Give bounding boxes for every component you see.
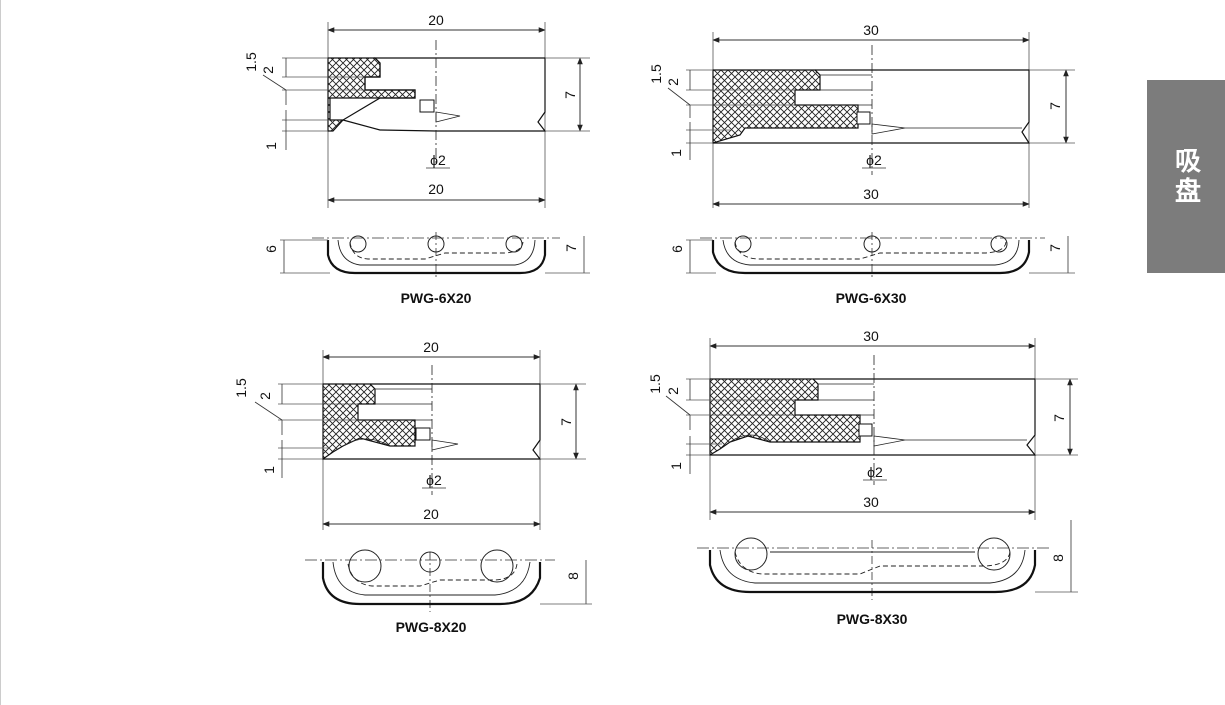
pwg-8x30-front-view: 8 PWG-8X30 (697, 520, 1078, 627)
category-side-tab: 吸盘 (1147, 80, 1225, 273)
pwg-8x30-hole: ϕ2 (867, 464, 883, 480)
pwg-8x30-dim-t1: 1.5 (647, 374, 663, 394)
pwg-6x20-top-width: 20 (428, 12, 444, 28)
pwg-8x30-front-right: 8 (1050, 554, 1066, 562)
pwg-6x30-top-width: 30 (863, 22, 879, 38)
side-tab-label: 吸盘 (1170, 146, 1201, 207)
pwg-8x20-height: 7 (558, 418, 574, 426)
pwg-6x20-height: 7 (562, 91, 578, 99)
pwg-8x20-dim-t1: 1.5 (233, 378, 249, 398)
pwg-8x30-bottom-width: 30 (863, 494, 879, 510)
pwg-8x20-bottom-width: 20 (423, 506, 439, 522)
page-left-border (0, 0, 1, 705)
pwg-8x20-label: PWG-8X20 (396, 619, 467, 635)
pwg-8x30-height: 7 (1051, 414, 1067, 422)
pwg-8x30-dim-t3: 1 (668, 462, 684, 470)
pwg-8x30-top-width: 30 (863, 328, 879, 344)
pwg-6x30-dim-t3: 1 (668, 149, 684, 157)
pwg-6x30-front-right: 7 (1047, 244, 1063, 252)
pwg-8x30-section-view: 30 7 1.5 2 1 ϕ2 30 (647, 328, 1078, 520)
pwg-6x20-dim-t3: 1 (263, 142, 279, 150)
pwg-8x20-dim-t2: 2 (257, 392, 273, 400)
pwg-6x20-front-left: 6 (263, 245, 279, 253)
pwg-8x20-front-right: 8 (565, 572, 581, 580)
pwg-6x20-dim-t1: 1.5 (243, 52, 259, 72)
pwg-6x30-label: PWG-6X30 (836, 290, 907, 306)
pwg-6x30-height: 7 (1047, 102, 1063, 110)
pwg-6x30-front-left: 6 (669, 245, 685, 253)
pwg-8x30-dim-t2: 2 (665, 387, 681, 395)
pwg-8x20-hole: ϕ2 (426, 472, 442, 488)
pwg-8x20-front-view: 8 PWG-8X20 (305, 549, 592, 635)
pwg-6x30-front-view: 6 7 PWG-6X30 (669, 232, 1075, 306)
pwg-6x20-bottom-width: 20 (428, 181, 444, 197)
pwg-6x30-hole: ϕ2 (866, 152, 882, 168)
pwg-6x20-front-right: 7 (563, 244, 579, 252)
pwg-6x30-section-view: 30 7 1.5 2 1 ϕ2 30 (648, 22, 1075, 208)
pwg-8x30-label: PWG-8X30 (837, 611, 908, 627)
pwg-8x20-top-width: 20 (423, 339, 439, 355)
pwg-6x30-dim-t1: 1.5 (648, 64, 664, 84)
pwg-6x20-hole: ϕ2 (430, 152, 446, 168)
pwg-6x20-dim-t2: 2 (260, 66, 276, 74)
pwg-6x30-dim-t2: 2 (665, 78, 681, 86)
pwg-8x20-section-view: 20 7 1.5 2 1 ϕ2 20 (233, 339, 586, 530)
pwg-6x30-bottom-width: 30 (863, 186, 879, 202)
pwg-6x20-label: PWG-6X20 (401, 290, 472, 306)
pwg-6x20-section-view: 20 7 1.5 2 1 ϕ2 20 (243, 12, 590, 208)
pwg-6x20-front-view: 6 7 PWG-6X20 (263, 232, 590, 306)
pwg-8x20-dim-t3: 1 (261, 466, 277, 474)
